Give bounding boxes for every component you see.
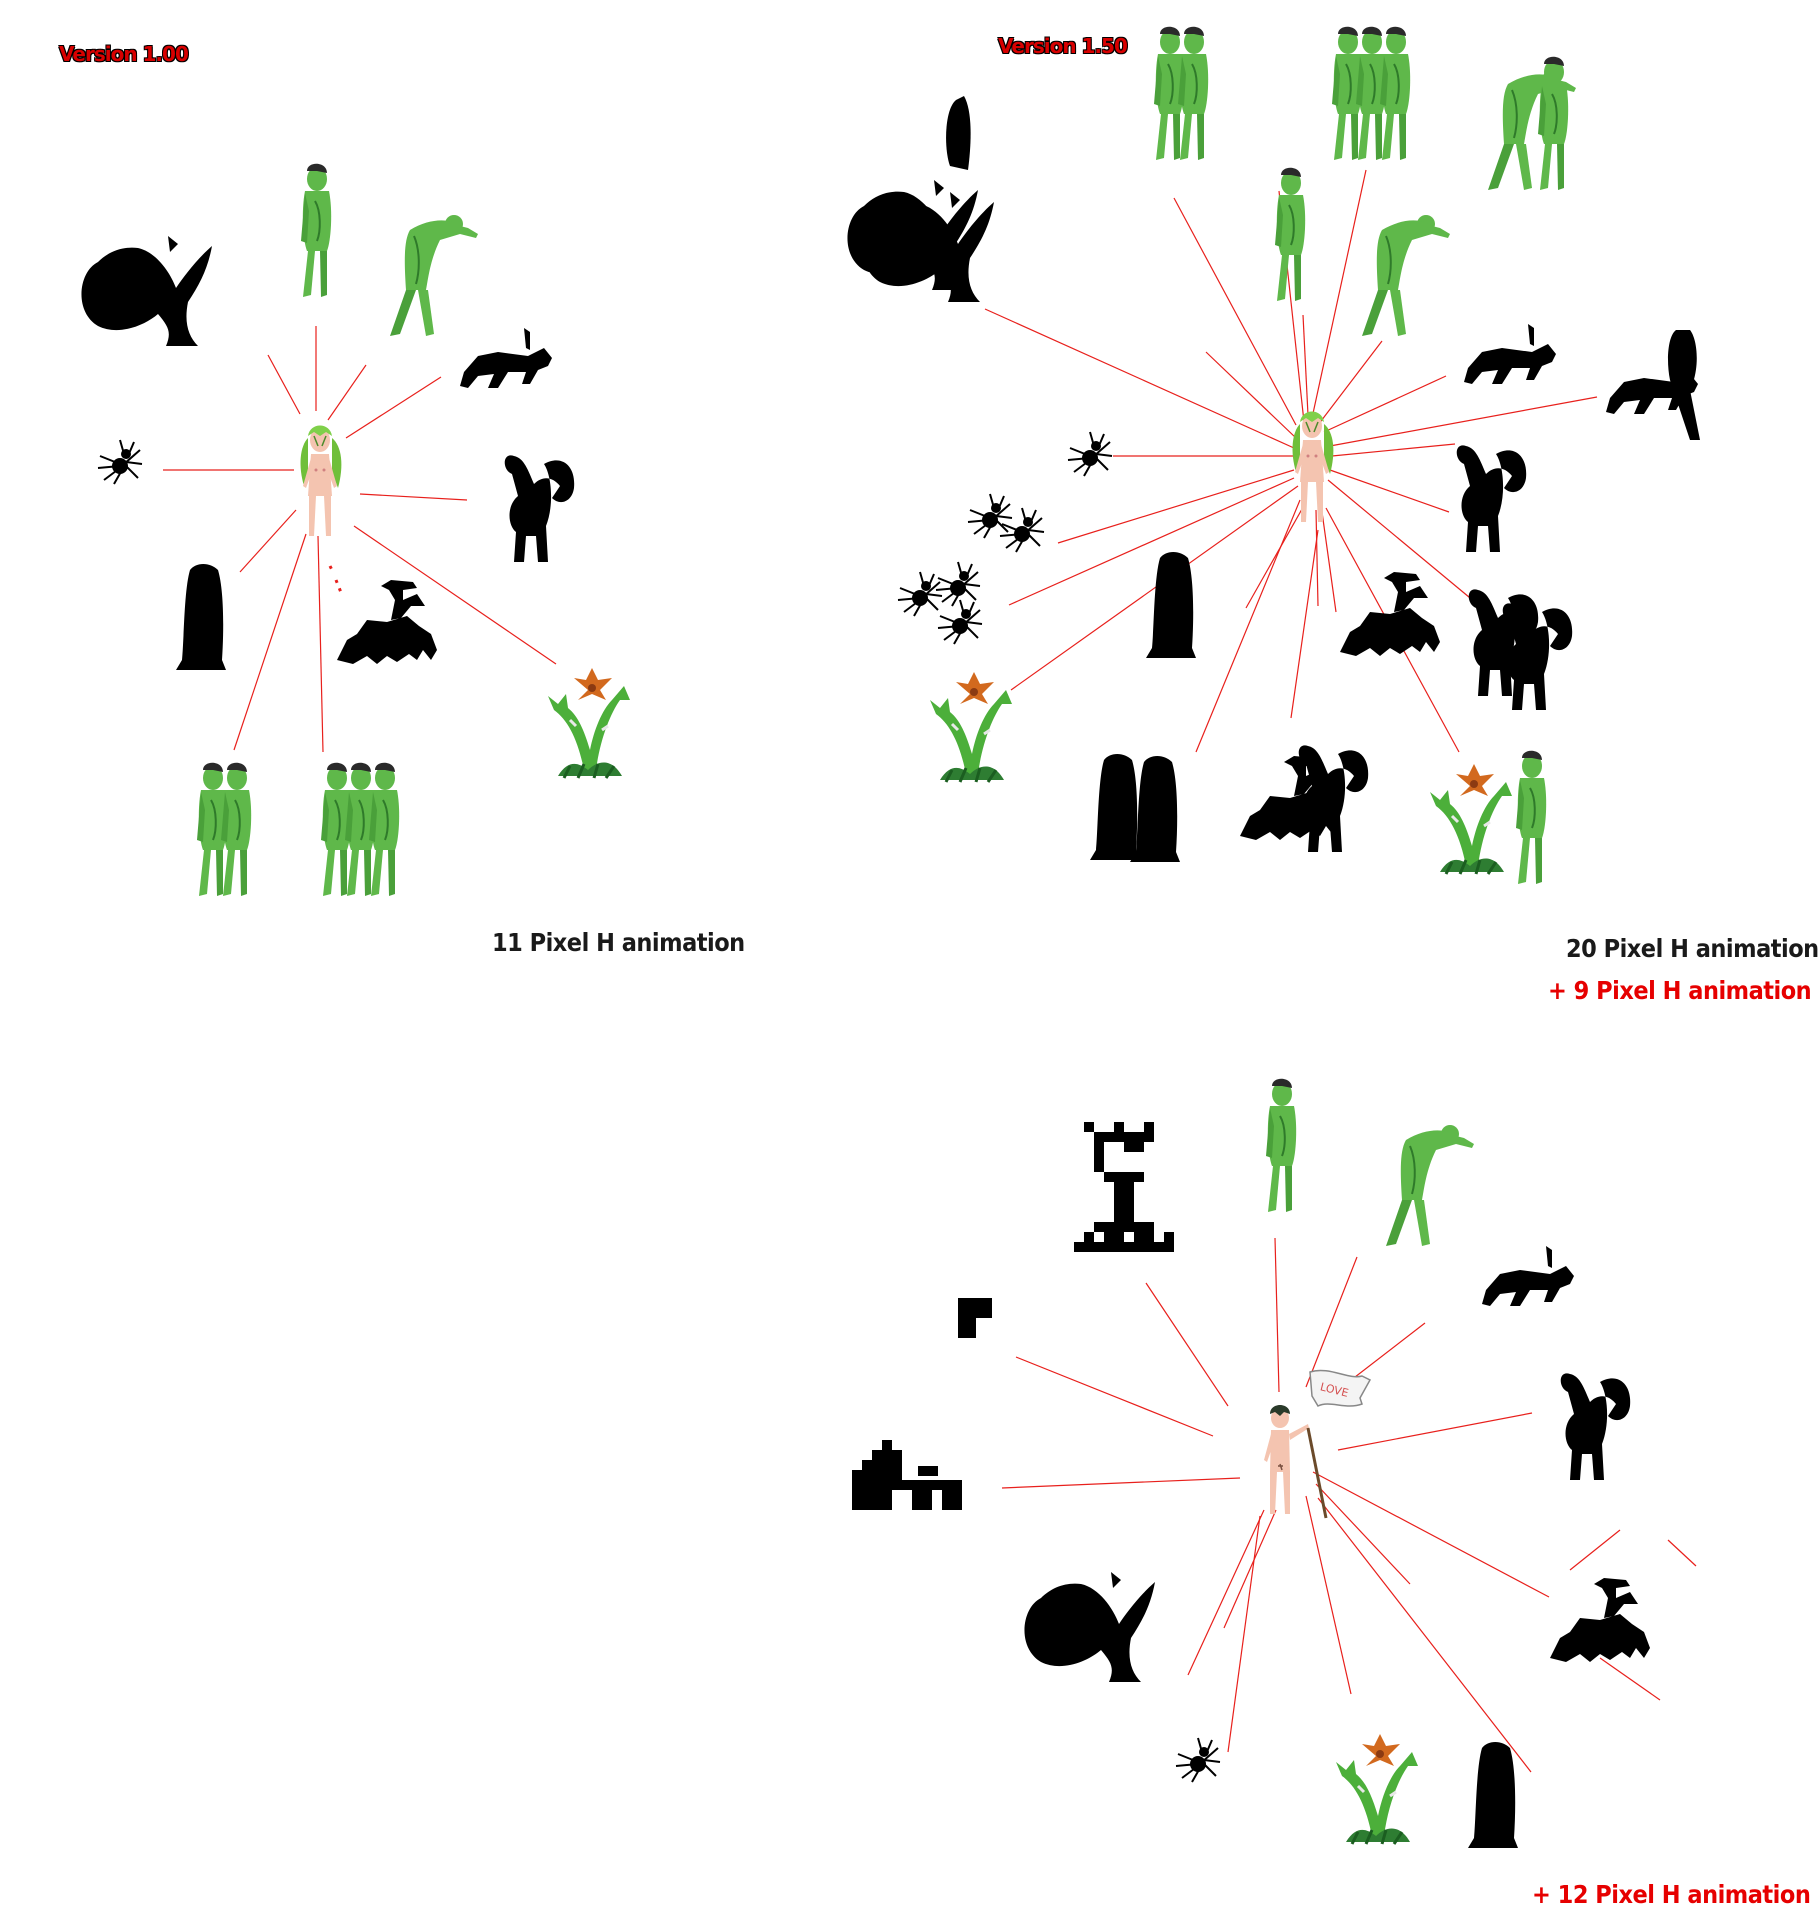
crawler-monster-icon [1482, 1246, 1574, 1306]
spider-icon [97, 439, 143, 485]
scorpion-beast-icon [337, 580, 437, 664]
version-label: Version 1.50 [998, 34, 1128, 58]
worm-monster-icon [1468, 1742, 1518, 1848]
pixel-monster-icon [1074, 1122, 1174, 1252]
added-animation-caption: + 12 Pixel H animation [1532, 1880, 1811, 1909]
worm-pair-icon [1090, 754, 1180, 862]
hunched-monster-icon [1456, 445, 1527, 552]
animation-count-caption: 11 Pixel H animation [492, 928, 745, 957]
heroine-icon [1291, 410, 1335, 523]
spider-icon [1067, 431, 1113, 477]
hunched-pair-icon [1468, 589, 1573, 710]
crawler-monster-icon [460, 328, 552, 388]
worm-monster-icon [176, 564, 226, 670]
pixel-pyramid-icon [852, 1440, 962, 1510]
connector-lines [163, 326, 557, 753]
zombie-lunging-icon [1361, 214, 1451, 337]
scorpion-with-rider-icon [1240, 745, 1369, 852]
zombie-trio-icon [1332, 27, 1410, 160]
zombie-grab-icon [1488, 57, 1576, 190]
worm-monster-icon [1146, 552, 1196, 658]
crawler-with-rider-icon [1606, 330, 1700, 440]
panel-v100 [81, 162, 632, 896]
panel-v150 [847, 27, 1700, 885]
plant-with-zombie-icon [1428, 749, 1548, 885]
blob-with-rider-icon [863, 96, 994, 302]
zombie-pair-icon [197, 763, 251, 896]
spider-icon [1175, 1737, 1221, 1783]
plant-monster-icon [546, 666, 632, 780]
zombie-lunging-icon [389, 214, 479, 337]
zombie-pair-icon [1154, 27, 1208, 160]
connector-lines [984, 169, 1598, 753]
added-animation-caption: + 9 Pixel H animation [1548, 976, 1812, 1005]
zombie-lunging-icon [1385, 1124, 1475, 1247]
zombie-trio-icon [321, 763, 399, 896]
blob-monster-icon [1024, 1572, 1155, 1682]
hunched-monster-icon [504, 455, 575, 562]
plant-monster-icon [928, 670, 1014, 784]
zombie-standing-icon [300, 162, 333, 298]
crawler-monster-icon [1464, 324, 1556, 384]
hero-with-flag-icon: LOVE [1263, 1369, 1372, 1519]
blob-monster-icon [81, 236, 212, 346]
version-label: Version 1.00 [59, 42, 189, 66]
zombie-standing-icon [1265, 1077, 1298, 1213]
scorpion-beast-icon [1340, 572, 1440, 656]
connector-lines [1001, 1237, 1697, 1773]
zombie-standing-icon [1274, 166, 1307, 302]
scorpion-beast-icon [1550, 1578, 1650, 1662]
plant-monster-icon [1334, 1732, 1420, 1846]
panel-next: LOVE [852, 1077, 1697, 1848]
hunched-monster-icon [1560, 1373, 1631, 1480]
heroine-icon [299, 424, 343, 537]
animation-count-caption: 20 Pixel H animation [1566, 934, 1819, 963]
pixel-block-icon [958, 1298, 992, 1338]
spider-swarm-icon [897, 493, 1045, 645]
